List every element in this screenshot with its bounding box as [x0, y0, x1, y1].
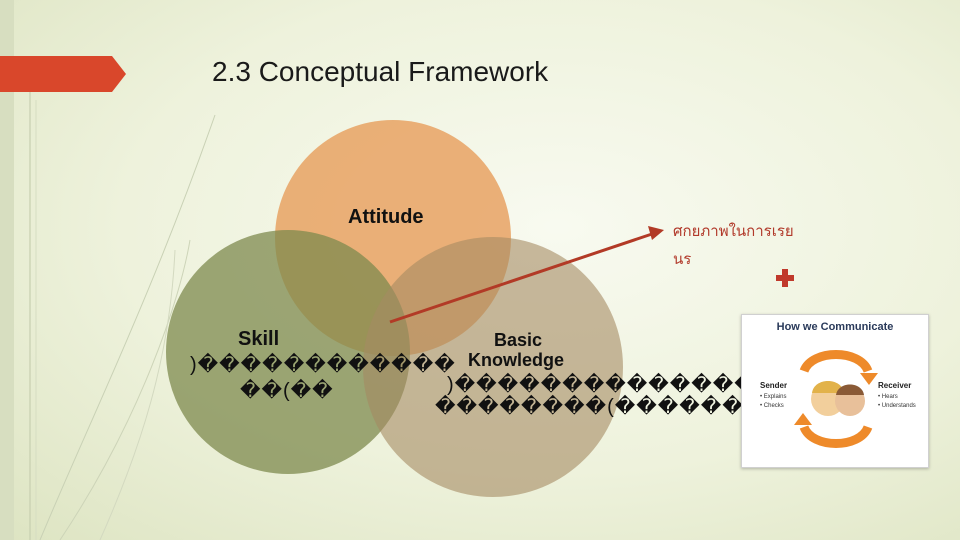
sender-item-2: • Checks [760, 402, 784, 411]
communicate-card: How we Communicate Sender • Explains • C… [741, 314, 929, 468]
receiver-heading: Receiver [878, 381, 911, 390]
skill-sub-line2: ��(�� [240, 378, 334, 403]
knowledge-label-line2: Knowledge [468, 350, 564, 371]
knowledge-label-line1: Basic [494, 330, 542, 351]
sender-heading: Sender [760, 381, 787, 390]
callout-text: ศกยภาพในการเรย นร [673, 218, 813, 274]
communication-cycle-graphic [742, 315, 928, 467]
plus-icon [775, 268, 795, 288]
receiver-item-1: • Hears [878, 393, 898, 402]
knowledge-sub-line2: ��������(������ [435, 394, 744, 419]
skill-label: Skill [238, 328, 279, 351]
sender-item-1: • Explains [760, 393, 786, 402]
receiver-item-2: • Understands [878, 402, 916, 411]
attitude-label: Attitude [348, 206, 424, 229]
skill-sub-line1: )������������ [190, 352, 456, 377]
callout-text-line1: ศกยภาพในการเรย [673, 218, 813, 246]
callout-arrowhead [648, 226, 664, 240]
